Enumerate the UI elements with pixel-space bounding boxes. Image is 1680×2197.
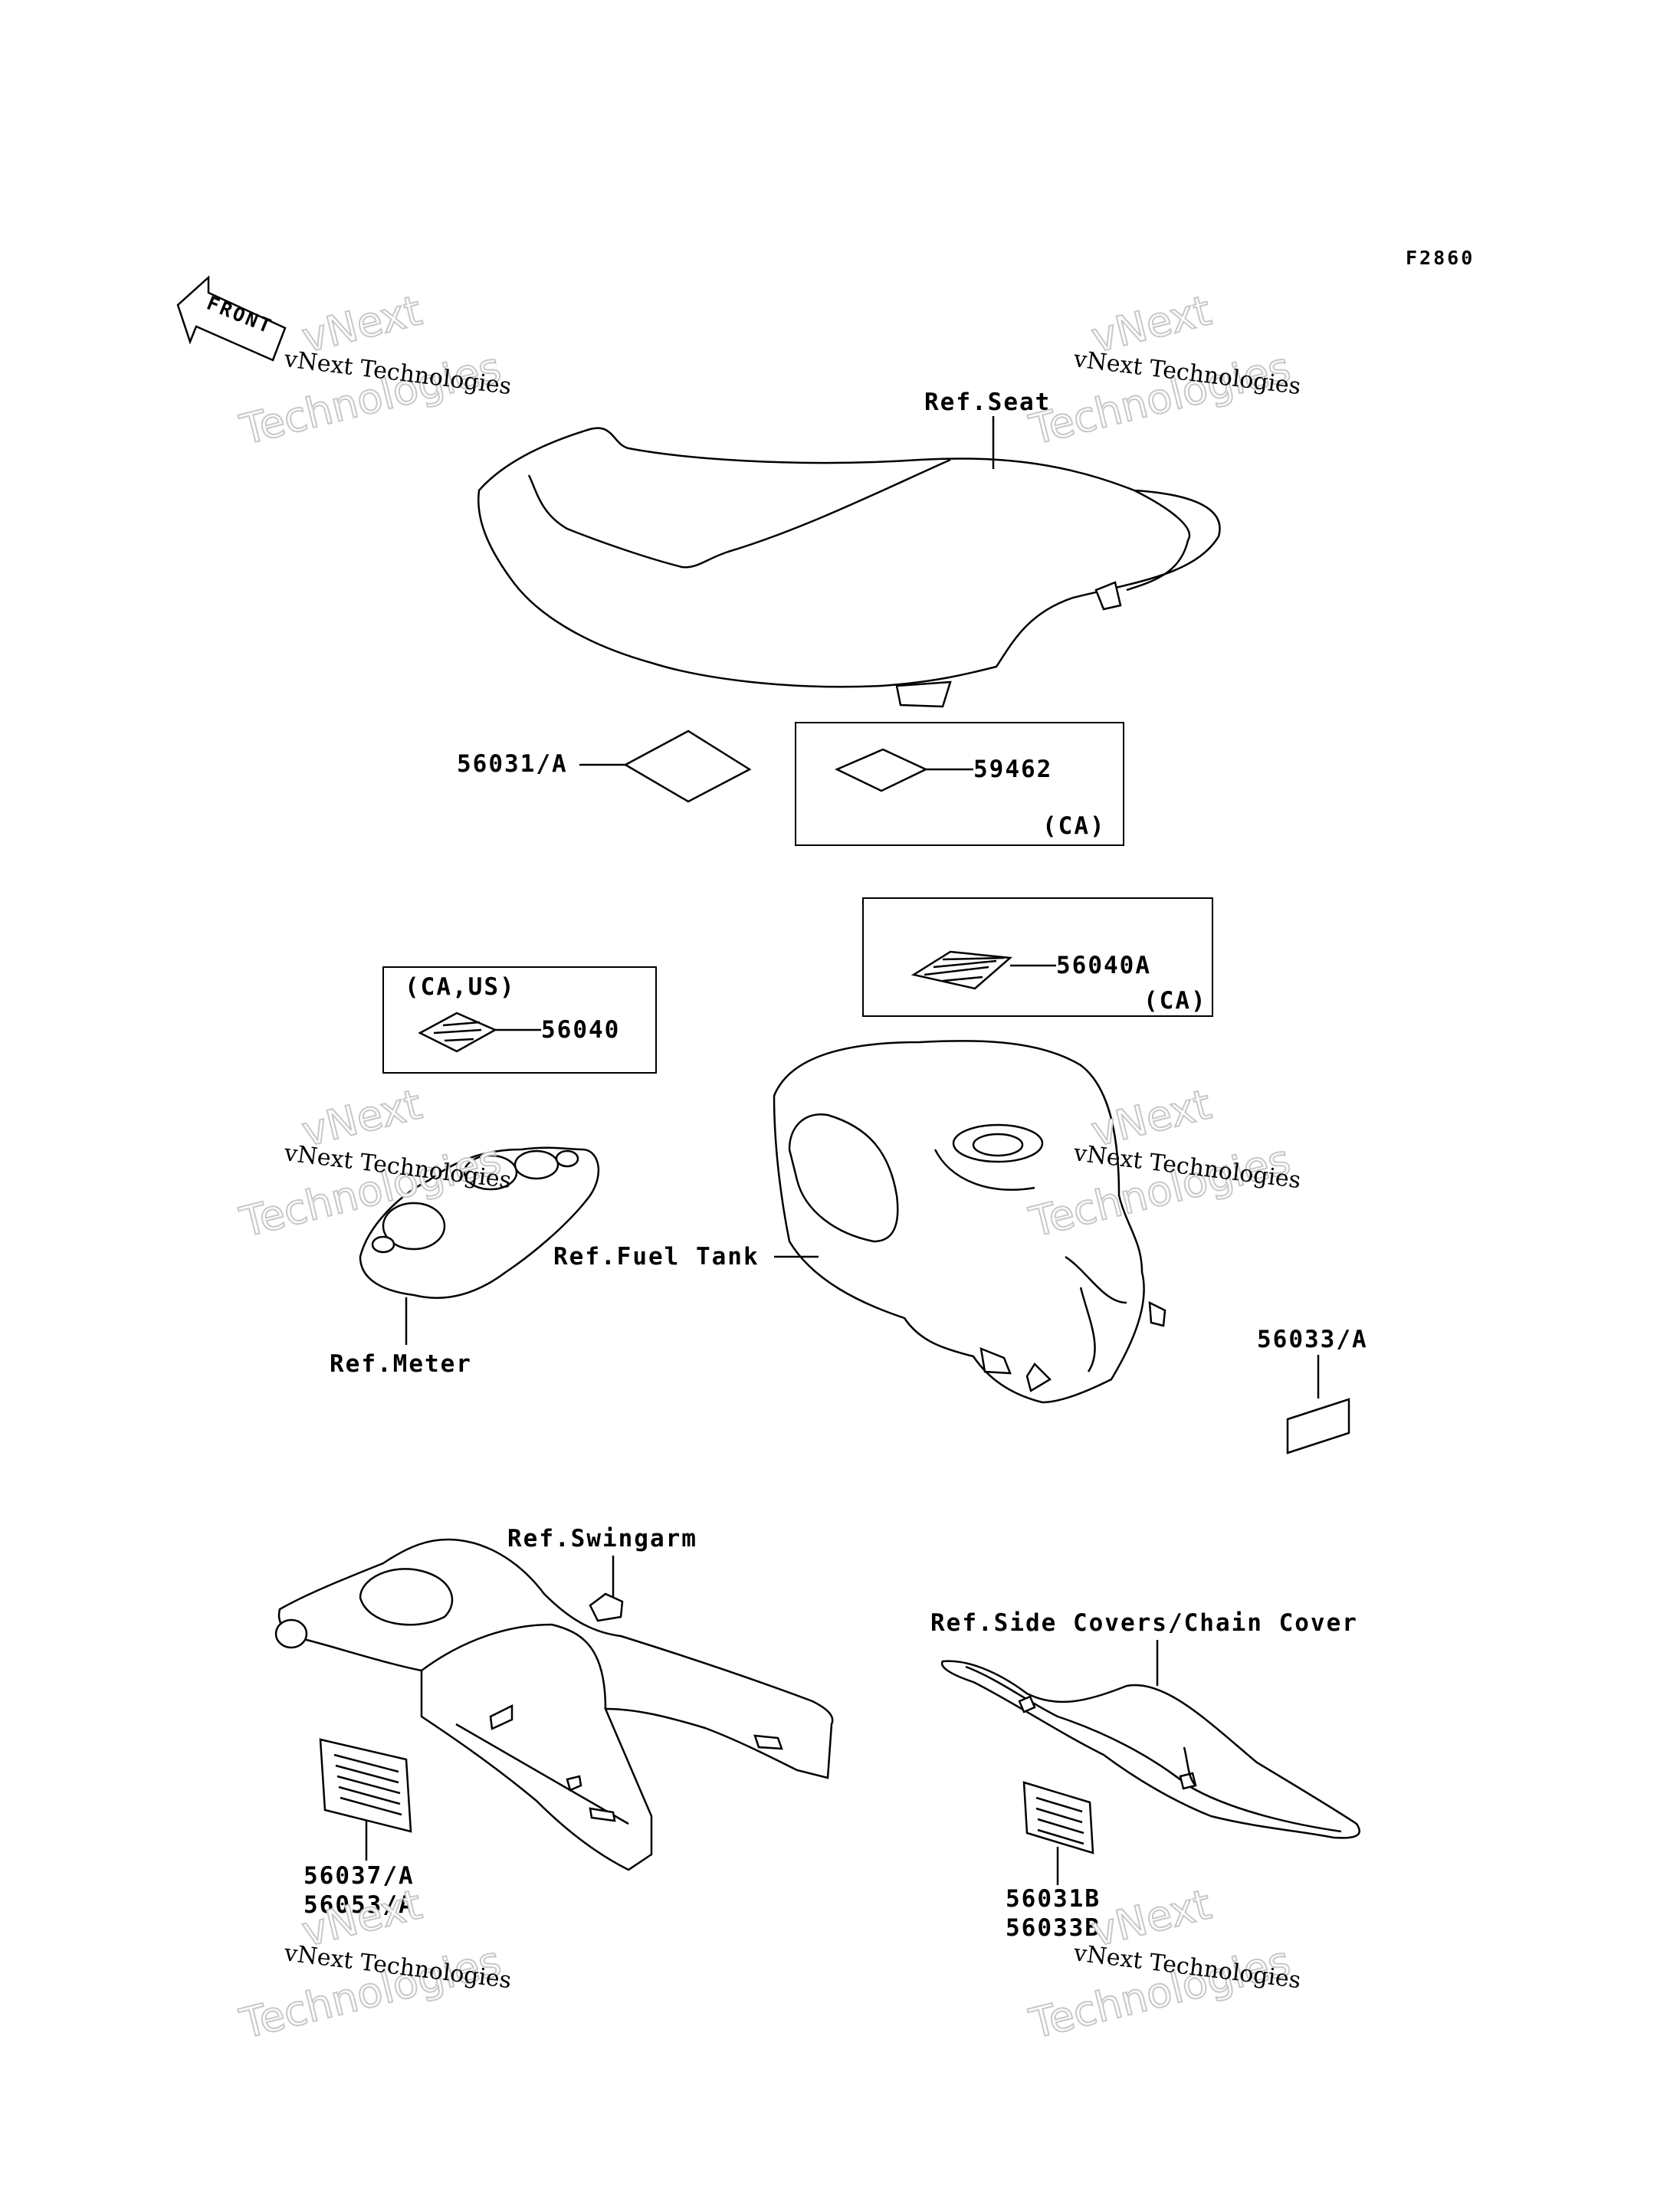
decal-59462	[834, 748, 928, 792]
watermark-bottom-left: vNext Technologies vNext Technologies	[235, 1879, 513, 2049]
seat-illustration	[477, 427, 1221, 708]
side-cover-illustration	[940, 1660, 1360, 1839]
group-56040-box	[382, 966, 657, 1074]
part-56031a-label: 56031/A	[457, 750, 568, 778]
watermark-top-right: vNext Technologies vNext Technologies	[1024, 285, 1302, 455]
meter-illustration	[359, 1146, 600, 1299]
fuel-tank-illustration	[773, 1040, 1166, 1404]
ref-seat-label: Ref.Seat	[924, 389, 1051, 416]
decal-56040a	[911, 950, 1012, 990]
decal-56031a	[623, 730, 752, 803]
ref-meter-label: Ref.Meter	[330, 1350, 472, 1378]
part-56033b-label: 56033B	[1006, 1914, 1101, 1942]
part-59462-region: (CA)	[1042, 812, 1106, 840]
group-59462-box	[795, 722, 1124, 846]
front-arrow-icon: FRONT	[176, 275, 287, 362]
part-56033a-label: 56033/A	[1257, 1326, 1368, 1353]
decal-56040	[418, 1012, 497, 1053]
part-56040a-region: (CA)	[1144, 987, 1207, 1015]
ref-swingarm-label: Ref.Swingarm	[507, 1525, 697, 1553]
part-56040-region: (CA,US)	[405, 973, 516, 1001]
part-56037a-label: 56037/A	[304, 1862, 415, 1890]
part-56053a-label: 56053/A	[304, 1891, 415, 1919]
swingarm-illustration	[274, 1538, 834, 1871]
part-56040a-label: 56040A	[1056, 952, 1151, 979]
group-56040a-box	[862, 897, 1213, 1017]
ref-side-covers-label: Ref.Side Covers/Chain Cover	[930, 1609, 1358, 1637]
decal-56037a	[319, 1738, 412, 1833]
part-59462-label: 59462	[973, 756, 1052, 783]
figure-code: F2860	[1406, 247, 1475, 269]
decal-56033a	[1286, 1398, 1350, 1454]
part-56031b-label: 56031B	[1006, 1885, 1101, 1913]
decal-56031b	[1022, 1781, 1094, 1854]
watermark-top-left: vNext Technologies vNext Technologies	[235, 285, 513, 455]
part-56040-label: 56040	[541, 1016, 620, 1044]
ref-fuel-tank-label: Ref.Fuel Tank	[553, 1243, 760, 1271]
